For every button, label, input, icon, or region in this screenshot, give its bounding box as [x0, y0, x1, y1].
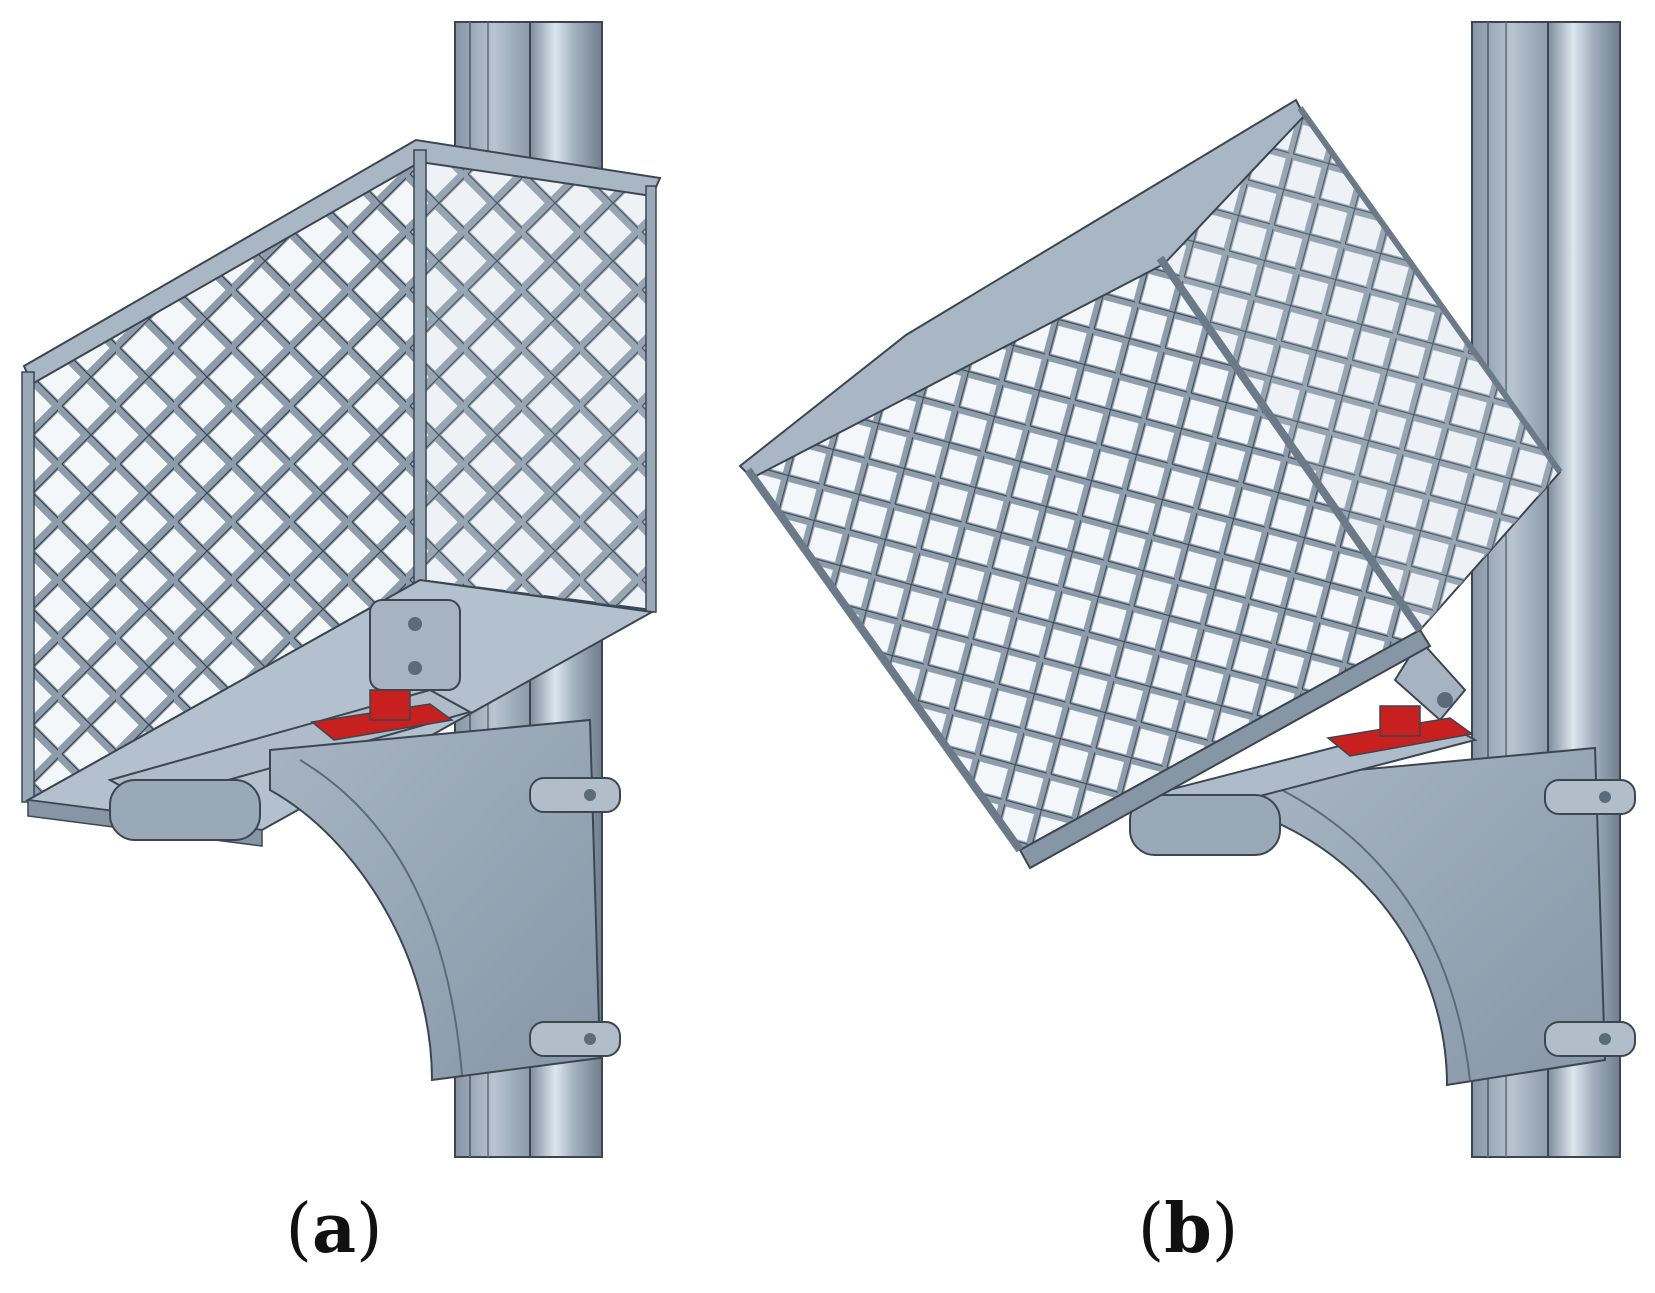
basket-cage-icon — [738, 98, 1563, 870]
bracket-icon — [269, 718, 621, 1082]
sensor-pad-icon — [1326, 705, 1474, 757]
caption-a: (a) — [285, 1189, 382, 1269]
basket-cage-icon — [21, 138, 662, 847]
caption-b: (b) — [1138, 1189, 1239, 1269]
panel-a — [21, 21, 662, 1158]
sensor-pad-icon — [310, 689, 454, 741]
panel-b — [738, 21, 1636, 1158]
